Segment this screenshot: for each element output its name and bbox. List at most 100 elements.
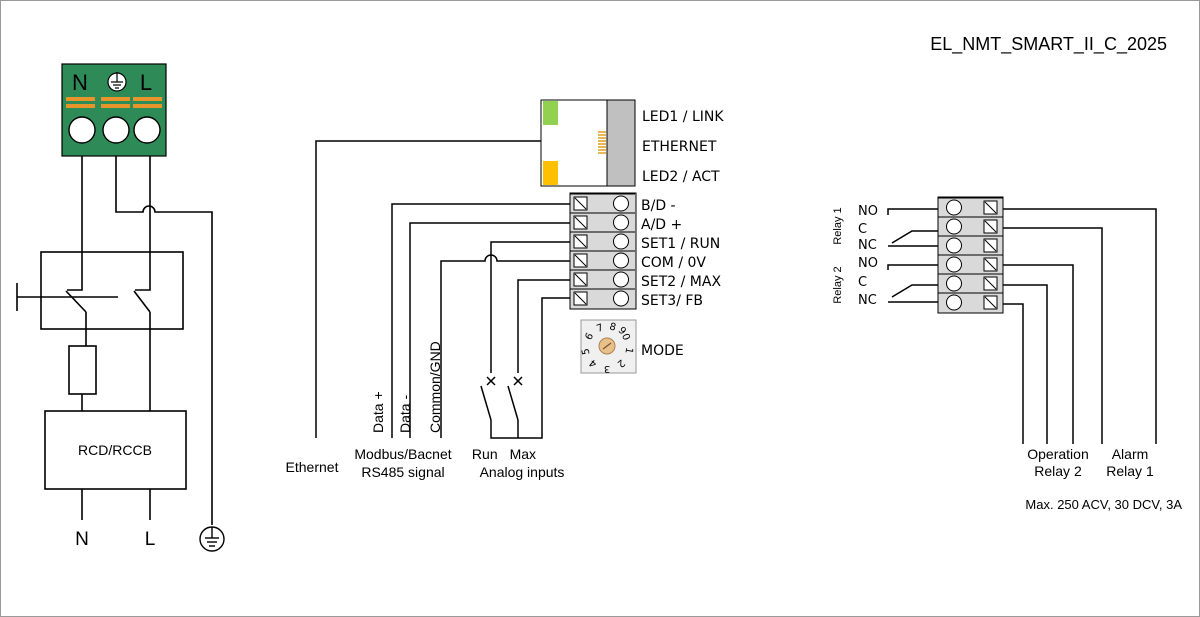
operation-relay-label: Relay 2: [1034, 463, 1082, 479]
max-switch-contact: [507, 385, 519, 421]
run-label: Run: [472, 446, 498, 462]
terminal-screw-icon: [613, 290, 629, 307]
io-terminal-block: [569, 192, 637, 310]
mode-rotary-switch: 0 1 2 3 4 5 6 7 8 9: [580, 319, 637, 374]
led2-indicator: [543, 161, 558, 185]
relay-terminal-block: [937, 196, 1004, 314]
power-wiring: [16, 156, 213, 525]
terminal-screw-icon: [946, 256, 962, 273]
terminal-screw-earth: [102, 116, 130, 144]
operation-label: Operation: [1027, 446, 1088, 462]
terminal-row: [570, 288, 635, 307]
terminal-screw-icon: [613, 252, 629, 269]
wire-com-return: [490, 297, 570, 439]
wire-common: [440, 254, 570, 438]
earth-terminal-icon: [107, 72, 127, 92]
common-gnd-label: Common/GND: [427, 341, 443, 433]
terminal-row: [938, 273, 1003, 292]
contact-label-no1: NO: [858, 204, 878, 219]
terminal-row: [570, 212, 635, 231]
alarm-label: Alarm: [1112, 446, 1149, 462]
modbus-label: Modbus/Bacnet: [354, 446, 451, 462]
terminal-clamps: [66, 97, 162, 108]
terminal-row: [570, 269, 635, 288]
terminal-screw-n: [68, 116, 96, 144]
switch-marks: [486, 376, 523, 386]
wire-max: [517, 279, 570, 373]
terminal-screw-icon: [946, 294, 962, 311]
terminal-row: [938, 235, 1003, 254]
data-plus-label: Data +: [370, 391, 386, 433]
power-terminal-block: N L: [61, 63, 167, 157]
led2-label: LED2 / ACT: [642, 169, 720, 185]
contact-label-no2: NO: [858, 256, 878, 271]
terminal-row: [938, 292, 1003, 311]
terminal-screw-icon: [613, 214, 629, 231]
io-label-set2: SET2 / MAX: [641, 274, 721, 290]
io-label-bd: B/D -: [641, 198, 676, 214]
terminal-label-n: N: [72, 70, 88, 95]
wire-operation-nc: [1003, 303, 1024, 444]
relay-rating: Max. 250 ACV, 30 DCV, 3A: [1025, 497, 1182, 512]
terminal-screw-icon: [946, 199, 962, 216]
relay-contact-labels: NO C NC NO C NC: [858, 204, 878, 308]
wire-run: [490, 241, 570, 373]
mode-digit: 4: [587, 357, 599, 370]
terminal-screw-icon: [613, 195, 629, 212]
rj45-contacts: [598, 131, 606, 154]
io-wiring: [315, 140, 570, 439]
output-label-l: L: [145, 529, 156, 550]
mode-digit: 8: [608, 321, 617, 333]
mode-digit: 5: [581, 347, 593, 355]
terminal-row: [570, 231, 635, 250]
relay1-group-label: Relay 1: [832, 207, 844, 244]
wire-data-plus: [391, 203, 570, 438]
contact-label-nc1: NC: [858, 238, 877, 253]
ground-icon: [199, 526, 225, 552]
relay-terminal-rows: [938, 197, 1003, 311]
terminal-row: [938, 254, 1003, 273]
wire-operation-c: [1003, 284, 1048, 444]
mode-digit: 1: [622, 346, 634, 354]
contact-label-c2: C: [858, 275, 867, 290]
terminal-screw-l: [133, 116, 161, 144]
alarm-relay-label: Relay 1: [1106, 463, 1154, 479]
terminal-row: [938, 216, 1003, 235]
contact-label-nc2: NC: [858, 293, 877, 308]
data-minus-label: Data -: [397, 395, 413, 433]
mode-digit: 6: [583, 331, 596, 342]
io-label-set3: SET3/ FB: [641, 293, 703, 309]
mode-digit: 3: [604, 363, 610, 374]
wire-alarm-c: [1003, 227, 1103, 444]
terminal-screw-icon: [613, 271, 629, 288]
io-label-set1: SET1 / RUN: [641, 236, 720, 252]
analog-inputs-label: Analog inputs: [480, 464, 565, 480]
wire-alarm-no: [1003, 208, 1157, 444]
io-label-com: COM / 0V: [641, 255, 706, 271]
relay2-group-label: Relay 2: [832, 266, 844, 303]
mode-digit: 7: [595, 322, 605, 335]
led1-indicator: [543, 101, 558, 125]
max-label: Max: [510, 446, 536, 462]
terminal-screw-icon: [946, 275, 962, 292]
rcd-label: RCD/RCCB: [78, 442, 152, 458]
run-max-label: Run Max: [472, 446, 536, 462]
relay-wiring: [887, 208, 1157, 444]
run-switch-contact: [480, 385, 492, 421]
terminal-screw-icon: [613, 233, 629, 250]
mode-digit: 0: [619, 332, 632, 342]
terminal-row: [938, 197, 1003, 216]
mode-dial-digits: 0 1 2 3 4 5 6 7 8 9: [581, 321, 635, 374]
terminal-screw-icon: [946, 237, 962, 254]
contact-label-c1: C: [858, 222, 867, 237]
terminal-label-l: L: [140, 70, 152, 95]
rs485-label: RS485 signal: [361, 464, 444, 480]
io-terminal-rows: [570, 193, 635, 307]
ethernet-module: [540, 99, 636, 187]
ethernet-bottom-label: Ethernet: [286, 459, 339, 475]
terminal-screw-icon: [946, 218, 962, 235]
mode-digit: 2: [615, 357, 627, 370]
diagram-title: EL_NMT_SMART_II_C_2025: [930, 34, 1167, 55]
wire-operation-no: [1003, 264, 1074, 444]
io-terminal-labels: B/D - A/D + SET1 / RUN COM / 0V SET2 / M…: [641, 198, 721, 309]
